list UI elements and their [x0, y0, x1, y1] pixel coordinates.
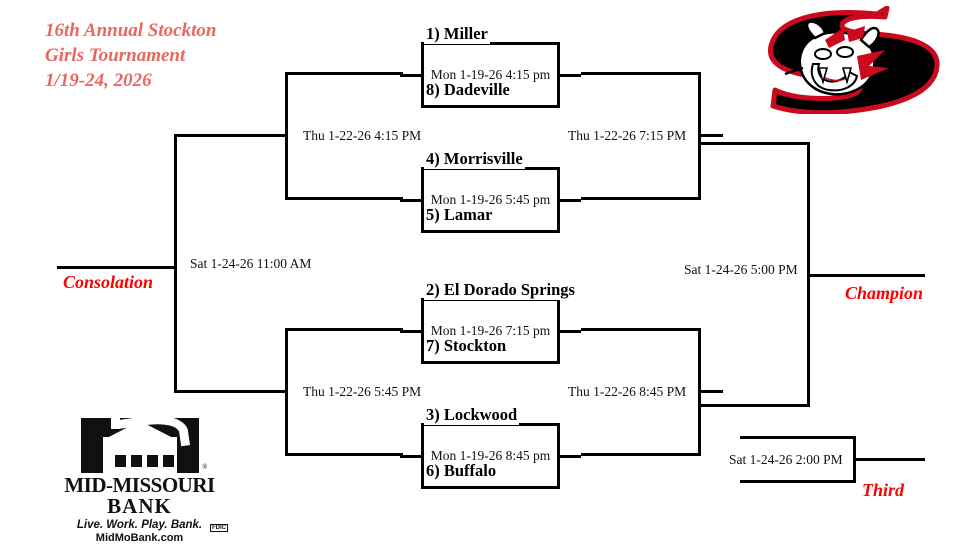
team-slot-1-bottom: 8) Dadeville: [424, 80, 512, 100]
consolation-upper-arm-top: [285, 72, 403, 75]
stockton-tigers-s-logo: [757, 5, 947, 116]
champion-label: Champion: [845, 283, 924, 303]
game-time-4: Mon 1-19-26 8:45 pm: [430, 448, 551, 463]
championship-lower-arm-bottom: [581, 453, 701, 456]
sponsor-url: MidMoBank.com: [95, 532, 184, 544]
consolation-final-spine: [174, 134, 177, 393]
bank-house-mark-icon: ®: [80, 410, 208, 473]
championship-upper-time: Thu 1-22-26 7:15 PM: [568, 128, 687, 143]
connector-game2-out: [558, 199, 581, 202]
team-slot-2-bottom: 5) Lamar: [424, 205, 495, 225]
connector-game3-out: [558, 330, 581, 333]
game-time-2: Mon 1-19-26 5:45 pm: [430, 192, 551, 207]
connector-game4-in: [400, 455, 423, 458]
title-line-2: Girls Tournament: [45, 45, 186, 66]
consolation-final-time: Sat 1-24-26 11:00 AM: [190, 256, 312, 271]
championship-lower-arm-top: [581, 328, 701, 331]
connector-game3-in: [400, 330, 423, 333]
title-line-1: 16th Annual Stockton: [45, 20, 217, 41]
third-arm-bottom: [740, 480, 856, 483]
fdic-badge: FDIC: [210, 524, 228, 532]
third-label: Third: [862, 480, 905, 500]
team-slot-1-top: 1) Miller: [424, 24, 490, 44]
team-slot-3-top: 2) El Dorado Springs: [424, 280, 577, 300]
championship-final-arm-bottom: [698, 404, 810, 407]
third-time: Sat 1-24-26 2:00 PM: [729, 452, 843, 467]
game-box-1[interactable]: 1) Miller Mon 1-19-26 4:15 pm 8) Dadevil…: [421, 24, 560, 108]
game-box-3[interactable]: 2) El Dorado Springs Mon 1-19-26 7:15 pm…: [421, 280, 577, 364]
title-line-3: 1/19-24, 2026: [45, 70, 152, 91]
connector-game2-in: [400, 199, 423, 202]
game-box-4[interactable]: 3) Lockwood Mon 1-19-26 8:45 pm 6) Buffa…: [421, 405, 560, 489]
consolation-upper-time: Thu 1-22-26 4:15 PM: [303, 128, 422, 143]
championship-upper-out: [698, 134, 723, 137]
consolation-final-out: [57, 266, 177, 269]
page-title: 16th Annual Stockton Girls Tournament 1/…: [45, 18, 216, 93]
championship-final-time: Sat 1-24-26 5:00 PM: [684, 262, 798, 277]
sponsor-tagline: Live. Work. Play. Bank.: [76, 519, 203, 531]
connector-game1-out: [558, 74, 581, 77]
sponsor-logo-mid-missouri-bank: ® MID-MISSOURI BANK Live. Work. Play. Ba…: [47, 410, 232, 544]
game-time-3: Mon 1-19-26 7:15 pm: [430, 323, 551, 338]
championship-final-arm-top: [698, 142, 810, 145]
consolation-lower-arm-top: [285, 328, 403, 331]
consolation-final-arm-bottom: [174, 390, 266, 393]
consolation-lower-out: [263, 390, 288, 393]
third-arm-top: [740, 436, 856, 439]
championship-upper-arm-bottom: [581, 197, 701, 200]
connector-game4-out: [558, 455, 581, 458]
game-box-2[interactable]: 4) Morrisville Mon 1-19-26 5:45 pm 5) La…: [421, 149, 560, 233]
championship-lower-out: [698, 390, 723, 393]
third-out: [853, 458, 925, 461]
championship-final-out: [807, 274, 925, 277]
team-slot-2-top: 4) Morrisville: [424, 149, 525, 169]
connector-game1-in: [400, 74, 423, 77]
team-slot-4-top: 3) Lockwood: [424, 405, 520, 425]
sponsor-name-line-1: MID-MISSOURI: [64, 473, 215, 497]
sponsor-name-line-2: BANK: [107, 494, 172, 518]
consolation-lower-time: Thu 1-22-26 5:45 PM: [303, 384, 422, 399]
game-time-1: Mon 1-19-26 4:15 pm: [430, 67, 551, 82]
consolation-label: Consolation: [63, 272, 154, 292]
consolation-lower-arm-bottom: [285, 453, 403, 456]
team-slot-4-bottom: 6) Buffalo: [424, 461, 499, 481]
consolation-final-arm-top: [174, 134, 266, 137]
consolation-upper-out: [263, 134, 288, 137]
championship-upper-arm-top: [581, 72, 701, 75]
consolation-upper-arm-bottom: [285, 197, 403, 200]
registered-mark: ®: [202, 463, 208, 471]
championship-lower-time: Thu 1-22-26 8:45 PM: [568, 384, 687, 399]
team-slot-3-bottom: 7) Stockton: [424, 336, 509, 356]
